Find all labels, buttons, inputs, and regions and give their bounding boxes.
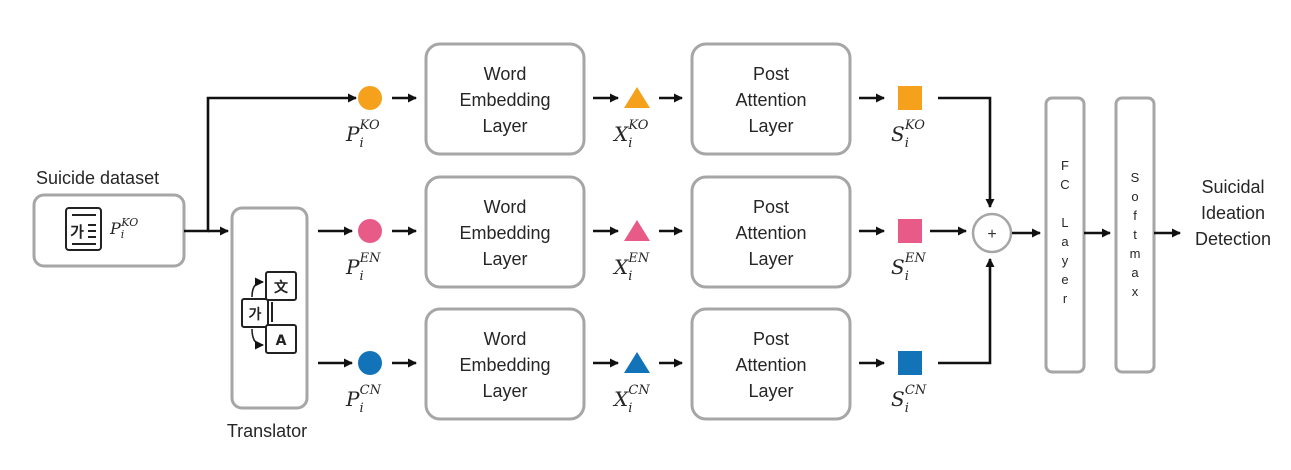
softmax-text-letter: o [1131,189,1138,204]
translator-label: Translator [227,421,307,441]
translator-box [230,206,309,410]
embedding-cn-label-line: Layer [482,381,527,401]
output-line-1: Suicidal [1201,177,1264,197]
attention-ko-label-line: Layer [748,116,793,136]
attention-cn-variable: SiCN [891,383,927,416]
embedding-cn-marker [624,352,650,373]
translator-source-glyph: 가 [249,307,262,323]
attention-en-label-line: Layer [748,249,793,269]
input-ko-variable: PiKO [345,118,380,151]
fc-text-letter: y [1062,253,1069,268]
input-en-variable: PiEN [345,251,381,284]
fc-text-letter: L [1061,215,1068,230]
softmax-text-letter: t [1133,227,1137,242]
embedding-en-box [424,175,586,289]
cn-to-sum-arrow [938,258,995,365]
embedding-en-marker [624,220,650,241]
attention-ko-box [690,42,852,156]
fc-text-letter: C [1060,177,1069,192]
attention-en-variable: SiEN [891,251,926,284]
translator-target-glyph-bottom: A [276,333,287,349]
softmax-text-letter: m [1130,246,1141,261]
output-line-2: Ideation [1201,203,1265,223]
fc-text-letter: e [1061,272,1068,287]
attention-cn-box [690,307,852,421]
embedding-cn-label-line: Embedding [459,355,550,375]
fc-text-letter: r [1063,291,1068,306]
input-icon-char: 가 [70,223,84,241]
korean-document-icon: 가 [65,207,102,251]
translate-icon: 가 文 A [241,271,297,354]
input-en-marker [358,219,382,243]
input-ko-marker [358,86,382,110]
softmax-text-letter: a [1131,265,1139,280]
embedding-cn-variable: XiCN [612,383,650,416]
attention-cn-label-line: Post [753,329,789,349]
softmax-text-letter: S [1131,170,1140,185]
output-line-3: Detection [1195,229,1271,249]
softmax-box [1114,96,1156,374]
fc-text-letter: F [1061,158,1069,173]
embedding-cn-label-line: Word [484,329,527,349]
attention-en-marker [898,219,922,243]
input-cn-variable: PiCN [345,383,382,416]
embedding-ko-variable: XiKO [612,118,649,151]
attention-en-label-line: Attention [735,223,806,243]
input-to-ko-connector [184,93,357,233]
attention-en-label-line: Post [753,197,789,217]
sum-symbol: + [987,226,996,243]
translator-target-glyph-top: 文 [274,279,289,296]
embedding-ko-label-line: Word [484,64,527,84]
attention-ko-variable: SiKO [891,118,925,151]
attention-cn-label-line: Layer [748,381,793,401]
input-cn-marker [358,351,382,375]
input-dataset-box [32,193,186,268]
embedding-ko-marker [624,87,650,108]
attention-ko-marker [898,86,922,110]
softmax-text-letter: x [1132,284,1139,299]
ko-to-sum-arrow [938,96,995,208]
attention-ko-label-line: Post [753,64,789,84]
embedding-cn-box [424,307,586,421]
fc-text-letter: a [1061,234,1069,249]
attention-en-box [690,175,852,289]
embedding-ko-label-line: Embedding [459,90,550,110]
embedding-ko-box [424,42,586,156]
embedding-en-label-line: Layer [482,249,527,269]
fc-layer-label: FC Layer [1060,158,1069,306]
input-variable: PiKO [109,216,138,241]
softmax-text-letter: f [1133,208,1137,223]
sum-node [971,212,1013,254]
embedding-en-label-line: Embedding [459,223,550,243]
input-dataset-title: Suicide dataset [36,168,159,188]
attention-cn-label-line: Attention [735,355,806,375]
embedding-en-label-line: Word [484,197,527,217]
embedding-ko-label-line: Layer [482,116,527,136]
attention-ko-label-line: Attention [735,90,806,110]
embedding-en-variable: XiEN [612,251,650,284]
fc-layer-box [1044,96,1086,374]
attention-cn-marker [898,351,922,375]
